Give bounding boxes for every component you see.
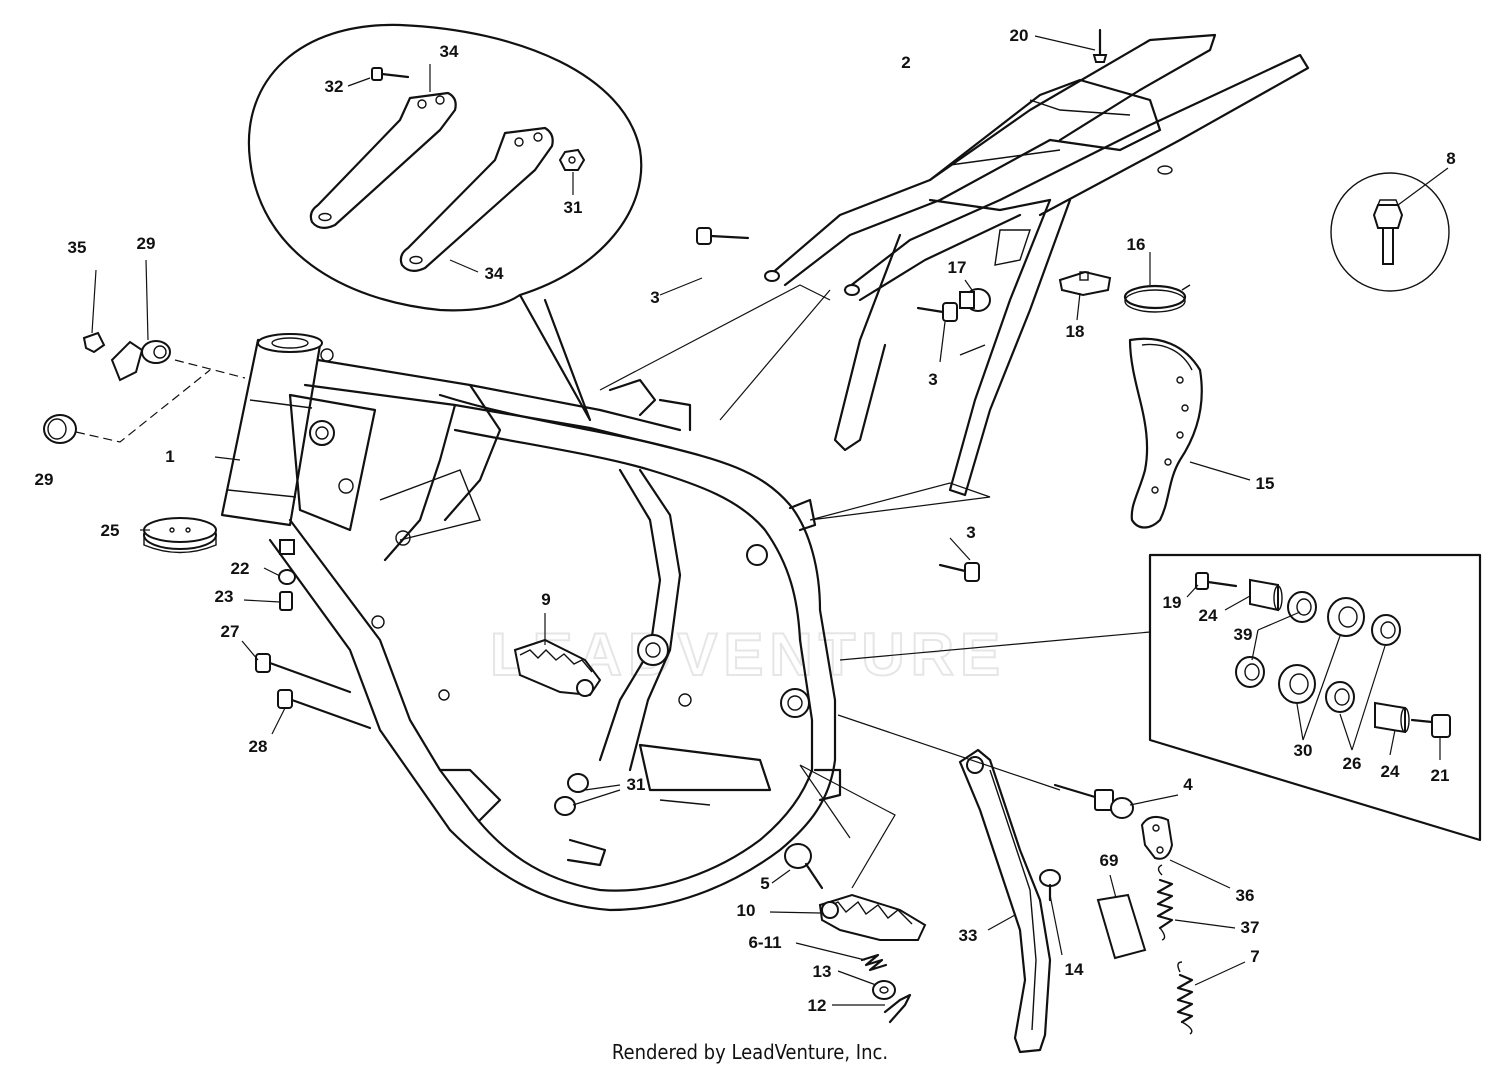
label-31-frame: 31 [627, 775, 646, 794]
nut-31-detail [558, 148, 586, 171]
subframe [764, 33, 1310, 497]
spacer-24-bottom [1374, 701, 1410, 734]
spacer-24-top [1249, 578, 1283, 612]
bolt-3-upper [696, 227, 750, 245]
footpeg-9 [513, 638, 602, 697]
bolt-21 [1410, 714, 1451, 738]
label-16: 16 [1127, 235, 1146, 254]
label-14: 14 [1065, 960, 1084, 979]
bushing-30-top [1327, 597, 1365, 637]
bolt-19 [1195, 572, 1238, 590]
part-8-callout [1330, 172, 1450, 292]
label-3-lower: 3 [966, 523, 975, 542]
callout-labels: 1 2 3 3 3 4 5 6-11 7 8 9 10 12 13 14 15 … [35, 26, 1456, 1015]
bearing-39-top [1287, 591, 1317, 623]
bearing-26-top [1371, 614, 1401, 646]
label-27: 27 [221, 622, 240, 641]
bearing-39-bottom [1235, 656, 1265, 688]
bolt-28 [277, 689, 372, 730]
label-24-bottom: 24 [1381, 762, 1400, 781]
label-1: 1 [165, 447, 174, 466]
label-29-bottom: 29 [35, 470, 54, 489]
washer-22 [278, 569, 296, 585]
bracket-detail-callout [247, 23, 643, 422]
label-36: 36 [1236, 886, 1255, 905]
label-12: 12 [808, 996, 827, 1015]
leader-lines [75, 35, 1449, 1006]
label-8: 8 [1446, 149, 1455, 168]
bracket-upper [309, 91, 457, 229]
label-35: 35 [68, 238, 87, 257]
label-34-lower: 34 [485, 264, 504, 283]
label-10: 10 [737, 901, 756, 920]
label-7: 7 [1250, 947, 1259, 966]
footpeg-10 [818, 893, 927, 941]
bolt-32 [371, 67, 410, 81]
bolt-3-lower [938, 562, 980, 582]
label-6-11: 6-11 [748, 933, 781, 952]
bushing-30-bottom [1278, 664, 1316, 704]
plug-17 [959, 288, 991, 312]
spring-7 [1176, 961, 1194, 1035]
label-25: 25 [101, 521, 120, 540]
label-30: 30 [1294, 741, 1313, 760]
bolt-20 [1092, 28, 1108, 63]
label-3-upper: 3 [650, 288, 659, 307]
fitting-small [279, 539, 295, 555]
label-39: 39 [1234, 625, 1253, 644]
label-31-detail: 31 [564, 198, 583, 217]
label-21: 21 [1431, 766, 1450, 785]
label-29-top: 29 [137, 234, 156, 253]
bracket-lower [399, 126, 554, 272]
main-frame [220, 333, 842, 912]
bearing-detail-box [1148, 553, 1482, 842]
label-5: 5 [760, 874, 769, 893]
plate-36 [1140, 815, 1174, 860]
nut-31-frame-a [567, 773, 589, 793]
pad-69 [1096, 893, 1147, 960]
label-17: 17 [948, 258, 967, 277]
label-32: 32 [325, 77, 344, 96]
label-69: 69 [1100, 851, 1119, 870]
hose-clamp-16 [1123, 284, 1191, 313]
label-22: 22 [231, 559, 250, 578]
label-15: 15 [1256, 474, 1275, 493]
air-guide-15 [1128, 337, 1203, 529]
label-23: 23 [215, 587, 234, 606]
bolt-27 [255, 653, 352, 694]
spring-6-11 [860, 953, 888, 972]
label-24-top: 24 [1199, 606, 1218, 625]
nut-31-frame-b [554, 796, 576, 816]
label-28: 28 [249, 737, 268, 756]
label-2: 2 [901, 53, 910, 72]
clip-18 [1058, 270, 1112, 297]
pivot-bolt-4 [1053, 783, 1134, 819]
cap-29 [43, 414, 77, 444]
bolt-3-middle [916, 302, 958, 322]
spring-37 [1156, 864, 1174, 941]
clip-12 [883, 993, 912, 1024]
bumper-25 [143, 517, 217, 554]
bearing-26-bottom [1325, 681, 1355, 713]
label-9: 9 [541, 590, 550, 609]
screw-23 [279, 591, 293, 611]
label-19: 19 [1163, 593, 1182, 612]
washer-13 [872, 980, 896, 1000]
lock-35 [82, 331, 106, 354]
footer-credit: Rendered by LeadVenture, Inc. [612, 1040, 888, 1064]
label-4: 4 [1183, 775, 1193, 794]
label-3-middle: 3 [928, 370, 937, 389]
label-34-upper: 34 [440, 42, 459, 61]
label-37: 37 [1241, 918, 1260, 937]
sidestand-33 [958, 748, 1052, 1054]
label-13: 13 [813, 962, 832, 981]
steering-lock-29 [110, 340, 171, 382]
label-33: 33 [959, 926, 978, 945]
label-18: 18 [1066, 322, 1085, 341]
label-20: 20 [1010, 26, 1029, 45]
bolt-14 [1039, 869, 1061, 902]
pin-5 [784, 843, 824, 890]
label-26: 26 [1343, 754, 1362, 773]
